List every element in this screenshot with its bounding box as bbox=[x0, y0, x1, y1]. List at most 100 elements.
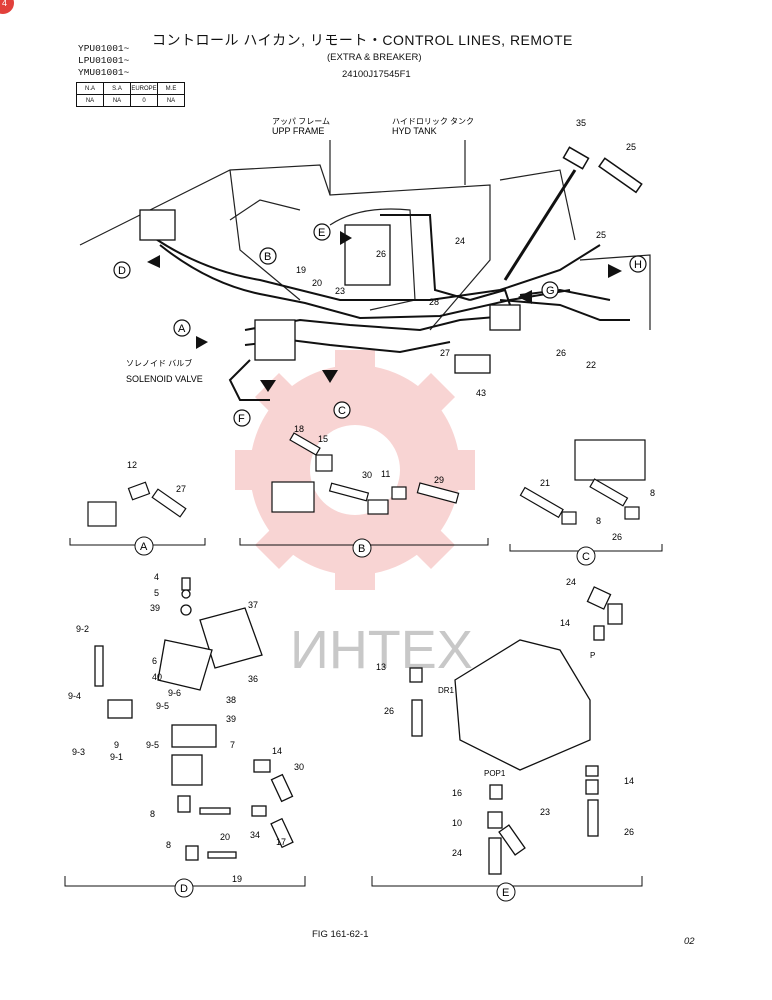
callout-9-6: 9-6 bbox=[168, 688, 181, 698]
serial-range-1: YPU01001~ bbox=[78, 43, 130, 54]
machine-body-outline bbox=[79, 140, 651, 331]
diagram-title: コントロール ハイカン, リモート・CONTROL LINES, REMOTE bbox=[152, 32, 573, 48]
callout-38: 38 bbox=[226, 695, 236, 705]
detail-e-callouts: 24 14 13 26 16 10 23 24 14 26 bbox=[376, 577, 634, 858]
callout-39-mid: 39 bbox=[226, 714, 236, 724]
callout-15: 15 bbox=[318, 434, 328, 444]
callout-14-e-bottom: 14 bbox=[624, 776, 634, 786]
callout-8-c-right: 8 bbox=[650, 488, 655, 498]
spec-value-sa: NA bbox=[103, 94, 131, 107]
callout-24: 24 bbox=[455, 236, 465, 246]
section-letter-a: A bbox=[178, 323, 186, 335]
callout-26-right: 26 bbox=[556, 348, 566, 358]
callout-29: 29 bbox=[434, 475, 444, 485]
callout-26-c: 26 bbox=[612, 532, 622, 542]
detail-b-letter: B bbox=[358, 543, 365, 555]
section-letter-d: D bbox=[118, 265, 126, 277]
upp-frame-jp-label: アッパ フレーム bbox=[272, 117, 330, 126]
callout-30-b: 30 bbox=[362, 470, 372, 480]
callout-18: 18 bbox=[294, 424, 304, 434]
detail-c-letter: C bbox=[582, 551, 590, 563]
callout-21: 21 bbox=[540, 478, 550, 488]
callout-16: 16 bbox=[452, 788, 462, 798]
callout-13: 13 bbox=[376, 662, 386, 672]
callout-27-a: 27 bbox=[176, 484, 186, 494]
watermark-text: ИНТЕХ bbox=[290, 620, 473, 680]
detail-c-parts bbox=[519, 439, 646, 525]
callout-4: 4 bbox=[154, 572, 159, 582]
callout-25-top: 25 bbox=[626, 142, 636, 152]
serial-range-2: LPU01001~ bbox=[78, 55, 130, 66]
callout-5: 5 bbox=[154, 588, 159, 598]
callout-23: 23 bbox=[335, 286, 345, 296]
callout-8-d-bottom: 8 bbox=[166, 840, 171, 850]
port-label-dr1: DR1 bbox=[438, 686, 455, 695]
section-letter-e: E bbox=[318, 227, 325, 239]
detail-d-callouts: 4 5 39 37 9-2 6 40 36 9-6 9-4 9-5 38 39 … bbox=[68, 572, 304, 884]
callout-9-4: 9-4 bbox=[68, 691, 81, 701]
callout-6: 6 bbox=[152, 656, 157, 666]
callout-9-1: 9-1 bbox=[110, 752, 123, 762]
detail-a-letter: A bbox=[140, 541, 148, 553]
section-letter-g: G bbox=[546, 285, 555, 297]
detail-b-callouts: 18 15 30 11 29 bbox=[294, 424, 444, 485]
callout-39-top: 39 bbox=[150, 603, 160, 613]
leader-35 bbox=[503, 169, 577, 281]
detail-e-parts bbox=[409, 586, 623, 875]
spec-value-europe: 0 bbox=[130, 94, 158, 107]
callout-19: 19 bbox=[296, 265, 306, 275]
spec-value-me: NA bbox=[157, 94, 185, 107]
callout-14-d: 14 bbox=[272, 746, 282, 756]
port-label-p: P bbox=[590, 651, 595, 660]
main-callouts: 35 25 24 26 28 19 20 23 25 22 26 27 43 bbox=[296, 118, 636, 398]
detail-b-circle bbox=[352, 538, 372, 558]
callout-17: 17 bbox=[276, 837, 286, 847]
callout-22: 22 bbox=[586, 360, 596, 370]
port-label-pop1: POP1 bbox=[484, 769, 506, 778]
callout-9-2: 9-2 bbox=[76, 624, 89, 634]
diagram-subtitle: (EXTRA & BREAKER) bbox=[327, 52, 422, 63]
callout-12: 12 bbox=[127, 460, 137, 470]
section-letter-b: B bbox=[264, 251, 271, 263]
callout-9-5-top: 9-5 bbox=[156, 701, 169, 711]
callout-24-e-top: 24 bbox=[566, 577, 576, 587]
detail-d-letter: D bbox=[180, 883, 188, 895]
detail-e-circle bbox=[496, 882, 516, 902]
detail-d-parts bbox=[94, 577, 294, 861]
detail-c-circle bbox=[576, 546, 596, 566]
callout-9-5-bottom: 9-5 bbox=[146, 740, 159, 750]
callout-26-tank: 26 bbox=[376, 249, 386, 259]
solenoid-label: SOLENOID VALVE bbox=[126, 374, 203, 384]
callout-25-right: 25 bbox=[596, 230, 606, 240]
callout-20-d: 20 bbox=[220, 832, 230, 842]
callout-24-e-bottom: 24 bbox=[452, 848, 462, 858]
section-letter-f: F bbox=[238, 413, 245, 425]
hyd-tank-label: HYD TANK bbox=[392, 126, 437, 136]
callout-35: 35 bbox=[576, 118, 586, 128]
callout-9: 9 bbox=[114, 740, 119, 750]
detail-a-parts bbox=[87, 481, 187, 527]
callout-8-d-top: 8 bbox=[150, 809, 155, 819]
detail-b-parts bbox=[271, 432, 460, 515]
corner-page-badge: 4 bbox=[0, 0, 14, 14]
callout-26-e-right: 26 bbox=[624, 827, 634, 837]
callout-7: 7 bbox=[230, 740, 235, 750]
spec-value-na: NA bbox=[76, 94, 104, 107]
valve-blocks bbox=[139, 209, 521, 374]
upp-frame-label: UPP FRAME bbox=[272, 126, 324, 136]
callout-34: 34 bbox=[250, 830, 260, 840]
callout-11: 11 bbox=[381, 469, 390, 479]
callout-37: 37 bbox=[248, 600, 258, 610]
callout-30-d: 30 bbox=[294, 762, 304, 772]
section-circles bbox=[113, 223, 647, 427]
watermark-gear-icon bbox=[235, 350, 475, 590]
callout-23-e: 23 bbox=[540, 807, 550, 817]
callout-36: 36 bbox=[248, 674, 258, 684]
market-spec-table: N.A S.A EUROPE M.E NA NA 0 NA bbox=[76, 82, 185, 107]
callout-9-3: 9-3 bbox=[72, 747, 85, 757]
callout-40: 40 bbox=[152, 672, 162, 682]
callout-20: 20 bbox=[312, 278, 322, 288]
solenoid-jp-label: ソレノイド バルブ bbox=[126, 358, 192, 368]
detail-a-callouts: 12 27 bbox=[127, 460, 186, 494]
